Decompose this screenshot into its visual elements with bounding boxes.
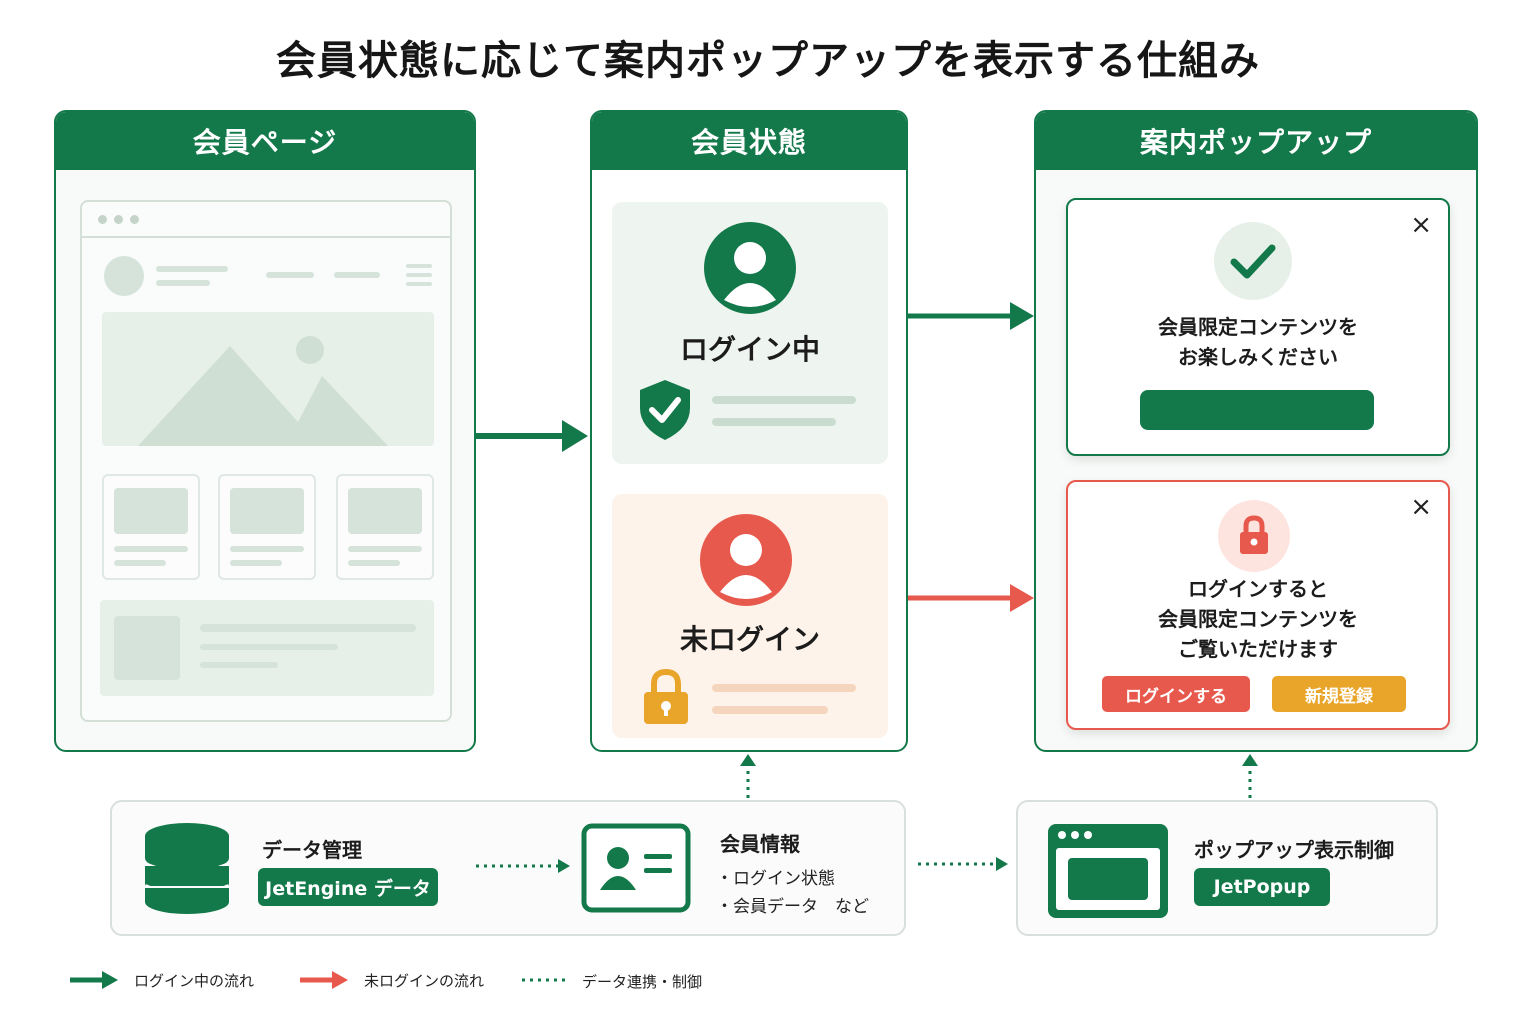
popup-action-button[interactable] xyxy=(1140,390,1374,430)
card-placeholder xyxy=(336,474,434,580)
popup-window-icon xyxy=(1048,824,1168,918)
check-icon xyxy=(1214,222,1292,300)
popup-control-title: ポップアップ表示制御 xyxy=(1194,838,1394,862)
legend-data-link: データ連携・制御 xyxy=(582,973,703,991)
card-placeholder xyxy=(102,474,200,580)
text-placeholder xyxy=(712,418,836,426)
data-management-title: データ管理 xyxy=(262,838,362,862)
avatar-placeholder xyxy=(104,256,144,296)
card-placeholder xyxy=(218,474,316,580)
legend-dotted-line xyxy=(522,978,568,982)
text-placeholder xyxy=(712,684,856,692)
lock-icon xyxy=(644,668,688,724)
legend-red-arrow xyxy=(300,971,348,989)
data-link-arrow xyxy=(740,754,756,798)
jetengine-tag: JetEngine データ xyxy=(258,868,438,906)
image-icon xyxy=(138,336,388,446)
logged-in-label: ログイン中 xyxy=(679,333,820,366)
page-title: 会員状態に応じて案内ポップアップを表示する仕組み xyxy=(276,38,1260,84)
legend-logged-in-flow: ログイン中の流れ xyxy=(134,972,255,990)
not-logged-in-state: 未ログイン xyxy=(612,494,888,738)
popup-header: 案内ポップアップ xyxy=(1036,112,1476,170)
member-info-item: ・ログイン状態 xyxy=(716,869,835,889)
database-icon xyxy=(144,823,230,914)
member-page-panel: 会員ページ xyxy=(54,110,476,752)
popup-control-box: ポップアップ表示制御 JetPopup xyxy=(1016,800,1438,936)
flow-arrow xyxy=(476,420,588,452)
menu-icon xyxy=(406,282,432,286)
popup-message: 会員限定コンテンツを お楽しみください xyxy=(1158,315,1358,369)
window-dot xyxy=(130,215,139,224)
popup-panel: 案内ポップアップ × 会員限定コンテンツを お楽しみください × ログインすると… xyxy=(1034,110,1478,752)
text-placeholder xyxy=(156,266,228,272)
login-button[interactable]: ログインする xyxy=(1102,676,1250,712)
menu-icon xyxy=(406,273,432,277)
member-status-panel: 会員状態 ログイン中 未ログイン xyxy=(590,110,908,752)
hero-image-placeholder xyxy=(102,312,434,446)
data-management-box: データ管理 JetEngine データ 会員情報 ・ログイン状態 ・会員データ … xyxy=(110,800,906,936)
text-placeholder xyxy=(156,280,210,286)
window-dot xyxy=(114,215,123,224)
menu-icon xyxy=(406,264,432,268)
member-info-title: 会員情報 xyxy=(720,832,800,856)
browser-bar xyxy=(82,202,450,238)
text-placeholder xyxy=(712,706,828,714)
guest-flow-arrow xyxy=(908,584,1034,612)
browser-mockup xyxy=(80,200,452,722)
logged-in-flow-arrow xyxy=(908,302,1034,330)
close-icon[interactable]: × xyxy=(1410,210,1432,240)
nav-placeholder xyxy=(334,272,380,278)
data-link-arrow xyxy=(476,859,570,873)
nav-placeholder xyxy=(266,272,314,278)
member-card-icon xyxy=(581,823,691,913)
not-logged-in-label: 未ログイン xyxy=(679,623,820,656)
jetpopup-tag: JetPopup xyxy=(1194,868,1330,906)
legend-guest-flow: 未ログインの流れ xyxy=(364,972,485,990)
register-button[interactable]: 新規登録 xyxy=(1272,676,1406,712)
data-link-arrow xyxy=(918,857,1008,871)
logged-in-state: ログイン中 xyxy=(612,202,888,464)
content-row-placeholder xyxy=(100,600,434,696)
member-info-item: ・会員データ など xyxy=(716,897,869,917)
window-dot xyxy=(98,215,107,224)
guest-popup: × ログインすると 会員限定コンテンツを ご覧いただけます ログインする 新規登… xyxy=(1066,480,1450,730)
user-icon xyxy=(704,222,796,314)
member-status-header: 会員状態 xyxy=(592,112,906,170)
legend-green-arrow xyxy=(70,971,118,989)
text-placeholder xyxy=(712,396,856,404)
lock-icon xyxy=(1218,500,1290,572)
logged-in-popup: × 会員限定コンテンツを お楽しみください xyxy=(1066,198,1450,456)
member-page-header: 会員ページ xyxy=(56,112,474,170)
data-link-arrow xyxy=(1242,754,1258,798)
close-icon[interactable]: × xyxy=(1410,492,1432,522)
shield-check-icon xyxy=(640,380,690,440)
popup-message: ログインすると 会員限定コンテンツを ご覧いただけます xyxy=(1158,577,1358,661)
user-icon xyxy=(700,514,792,606)
